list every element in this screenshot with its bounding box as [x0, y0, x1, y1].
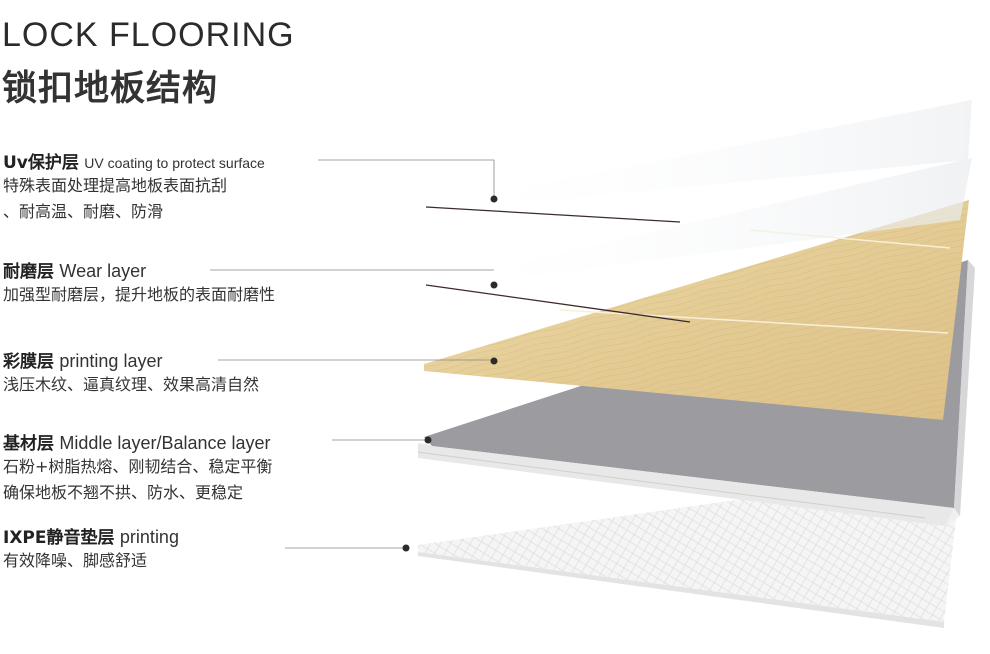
middle-layer-cn: 基材层: [3, 434, 54, 454]
label-printing-layer: 彩膜层 printing layer 浅压木纹、逼真纹理、效果高清自然: [3, 347, 259, 398]
printing-layer-en: printing layer: [59, 351, 163, 371]
printing-layer-desc-1: 浅压木纹、逼真纹理、效果高清自然: [3, 375, 260, 394]
uv-layer-desc-1: 特殊表面处理提高地板表面抗刮: [3, 176, 228, 195]
label-ixpe-layer: IXPE静音垫层 printing 有效降噪、脚感舒适: [3, 523, 179, 574]
printing-layer-cn: 彩膜层: [3, 352, 54, 372]
uv-layer-desc-2: 、耐高温、耐磨、防滑: [3, 202, 164, 221]
middle-layer-en: Middle layer/Balance layer: [59, 433, 271, 453]
ixpe-layer-cn: IXPE静音垫层: [3, 528, 115, 548]
label-wear-layer: 耐磨层 Wear layer 加强型耐磨层，提升地板的表面耐磨性: [3, 257, 275, 308]
title-english: LOCK FLOORING: [2, 16, 295, 54]
leader-lines: [210, 159, 495, 549]
middle-layer-desc-2: 确保地板不翘不拱、防水、更稳定: [3, 483, 244, 502]
wear-layer-desc-1: 加强型耐磨层，提升地板的表面耐磨性: [3, 285, 276, 304]
wear-layer-shape: [425, 158, 972, 323]
wear-layer-cn: 耐磨层: [3, 262, 54, 282]
label-middle-layer: 基材层 Middle layer/Balance layer 石粉+树脂热熔、刚…: [3, 429, 272, 506]
ixpe-layer-en: printing: [119, 527, 179, 547]
uv-layer-shape: [425, 100, 972, 223]
wear-layer-en: Wear layer: [59, 261, 147, 281]
uv-layer-cn: Uv保护层: [3, 153, 79, 173]
title-chinese: 锁扣地板结构: [2, 69, 219, 109]
middle-layer-desc-1: 石粉+树脂热熔、刚韧结合、稳定平衡: [3, 457, 273, 476]
uv-layer-en: UV coating to protect surface: [84, 155, 265, 171]
ixpe-layer-desc-1: 有效降噪、脚感舒适: [3, 551, 148, 570]
leader-dots: [402, 195, 498, 552]
label-uv-layer: Uv保护层 UV coating to protect surface 特殊表面…: [3, 148, 265, 225]
